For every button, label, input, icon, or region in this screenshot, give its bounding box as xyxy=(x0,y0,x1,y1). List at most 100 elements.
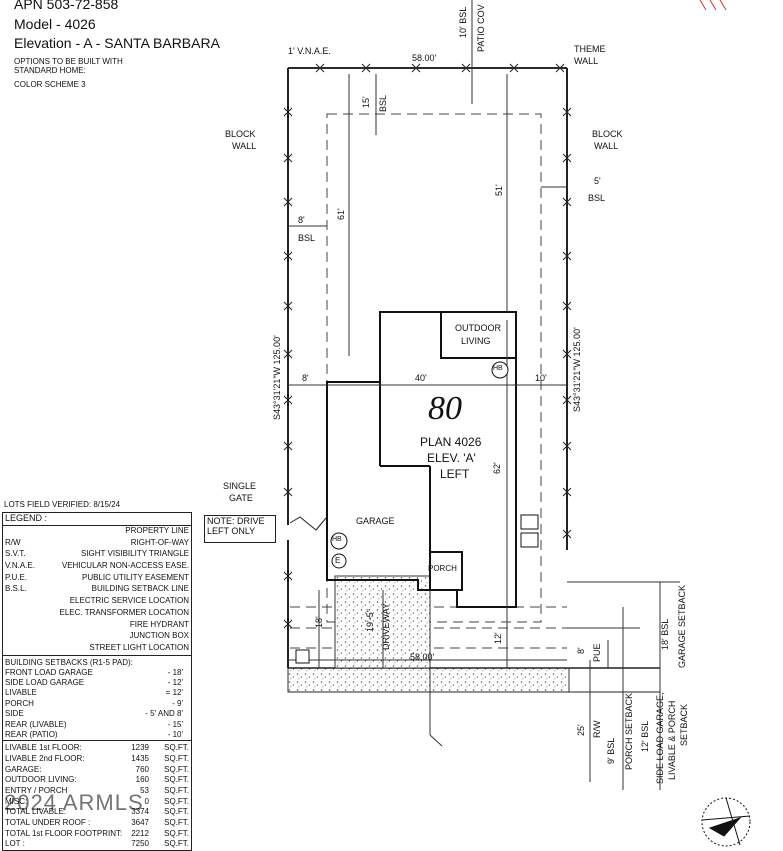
stat-unit: SQ.FT. xyxy=(164,753,189,763)
color-scheme: COLOR SCHEME 3 xyxy=(14,80,86,89)
setback-row: FRONT LOAD GARAGE - 18' xyxy=(3,668,191,678)
dim-18: 18' xyxy=(314,616,324,628)
block-wall-left-label: WALL xyxy=(232,141,257,151)
hose-bib-icon xyxy=(491,361,509,379)
dim-25: 25' xyxy=(576,724,586,736)
setback-value: - 10' xyxy=(167,729,183,739)
stat-unit: SQ.FT. xyxy=(164,786,189,796)
legend-symbol: R/W xyxy=(5,537,21,547)
setback-key: LIVABLE xyxy=(5,688,37,698)
elevation-label: Elevation - A - SANTA BARBARA xyxy=(14,35,220,51)
setback-row: REAR (PATIO) - 10' xyxy=(3,730,191,740)
legend-row: ELEC. TRANSFORMER LOCATION xyxy=(3,608,191,620)
side-load-label: LIVABLE & PORCH xyxy=(667,700,677,780)
house-footprint xyxy=(326,311,517,608)
stat-row: LIVABLE 2nd FLOOR: 1435 SQ.FT. xyxy=(3,754,191,765)
hb-label: HB xyxy=(332,536,342,543)
north-arrow-icon xyxy=(701,797,751,847)
lot-number: 80 xyxy=(428,390,462,427)
bsl-left: BSL xyxy=(298,233,316,243)
stat-value: 160 xyxy=(135,775,149,785)
apn-label: APN 503-72-858 xyxy=(14,0,119,12)
dim-62: 62' xyxy=(492,462,502,474)
outdoor-living-label: OUTDOOR xyxy=(455,323,501,333)
legend-desc: PROPERTY LINE xyxy=(125,526,189,535)
bsl-18: 18' BSL xyxy=(660,618,670,650)
dimension-lines xyxy=(288,0,680,790)
model-label: Model - 4026 xyxy=(14,16,96,32)
stat-unit: SQ.FT. xyxy=(164,807,189,817)
legend-title: LEGEND : xyxy=(3,513,191,526)
dim-19-5: 19'-5" xyxy=(365,609,375,632)
legend-desc: FIRE HYDRANT xyxy=(129,619,189,629)
legend-row: STREET LIGHT LOCATION xyxy=(3,643,191,655)
dim-10: 10' xyxy=(535,373,547,383)
junction-box-icon xyxy=(295,649,310,664)
garage-setback-label: GARAGE SETBACK xyxy=(677,584,687,668)
legend-row: FIRE HYDRANT xyxy=(3,620,191,632)
stat-unit: SQ.FT. xyxy=(164,764,189,774)
note-box: NOTE: DRIVE LEFT ONLY xyxy=(204,515,276,543)
dim-bottom: 58.00' xyxy=(410,652,435,662)
stat-unit: SQ.FT. xyxy=(164,743,189,753)
legend-desc: PUBLIC UTILITY EASEMENT xyxy=(82,572,189,582)
outdoor-living-label: LIVING xyxy=(461,336,491,346)
legend-desc: JUNCTION BOX xyxy=(129,631,189,641)
setback-key: REAR (PATIO) xyxy=(5,729,58,739)
setback-key: REAR (LIVABLE) xyxy=(5,719,67,729)
legend-symbol: S.V.T. xyxy=(5,549,26,559)
bsl-right: BSL xyxy=(588,193,606,203)
plan-name: PLAN 4026 xyxy=(420,435,482,449)
side-load-label: SIDE LOAD GARAGE, xyxy=(655,692,665,784)
legend-row: V.N.A.E.VEHICULAR NON-ACCESS EASE. xyxy=(3,561,191,573)
patio-cover-label: PATIO COV xyxy=(476,4,486,52)
hose-bib-icon xyxy=(330,532,348,550)
stat-unit: SQ.FT. xyxy=(164,828,189,838)
stat-value: 2212 xyxy=(131,828,149,838)
legend-desc: RIGHT-OF-WAY xyxy=(130,537,189,547)
stat-row: TOTAL 1st FLOOR FOOTPRINT: 2212 SQ.FT. xyxy=(3,829,191,840)
dim-61: 61' xyxy=(336,208,346,220)
stat-key: LIVABLE 2nd FLOOR: xyxy=(5,753,85,763)
options-line-2: STANDARD HOME: xyxy=(14,66,86,75)
stat-value: 1435 xyxy=(131,753,149,763)
setback-key: FRONT LOAD GARAGE xyxy=(5,667,93,677)
options-line-1: OPTIONS TO BE BUILT WITH xyxy=(14,57,123,66)
porch-setback-label: PORCH SETBACK xyxy=(624,692,634,770)
stat-value: 760 xyxy=(135,764,149,774)
note-line-1: NOTE: DRIVE xyxy=(207,516,265,526)
pue-label: PUE xyxy=(592,643,602,662)
single-gate-label: SINGLE xyxy=(223,481,257,491)
setback-row: LIVABLE= 12' xyxy=(3,688,191,698)
dim-5: 5' xyxy=(594,176,601,186)
legend-row: R/W RIGHT-OF-WAY xyxy=(3,538,191,550)
setback-value: - 18' xyxy=(167,667,183,677)
rw-label: R/W xyxy=(592,720,602,739)
legend-row: PROPERTY LINE xyxy=(3,526,191,538)
setback-value: - 15' xyxy=(167,719,183,729)
setback-key: SIDE xyxy=(5,709,24,719)
stat-value: 3374 xyxy=(131,807,149,817)
plan-elevation: ELEV. 'A' xyxy=(427,451,476,465)
legend-desc: ELECTRIC SERVICE LOCATION xyxy=(69,596,189,606)
stat-value: 1239 xyxy=(131,743,149,753)
setback-row: SIDE LOAD GARAGE- 12' xyxy=(3,678,191,688)
stat-value: 0 xyxy=(144,796,149,806)
legend-symbol: P.U.E. xyxy=(5,572,28,582)
setback-row: REAR (LIVABLE) - 15' xyxy=(3,720,191,730)
stat-key: TOTAL 1st FLOOR FOOTPRINT: xyxy=(5,828,123,838)
sidewalk xyxy=(287,667,570,693)
legend-symbol: V.N.A.E. xyxy=(5,561,35,571)
setback-row: PORCH- 9' xyxy=(3,699,191,709)
theme-wall-label: THEME xyxy=(574,44,606,54)
block-wall-right-label: WALL xyxy=(594,141,619,151)
building-setback-line xyxy=(326,113,542,623)
legend-row: JUNCTION BOX xyxy=(3,631,191,643)
setbacks-list: FRONT LOAD GARAGE - 18'SIDE LOAD GARAGE- … xyxy=(3,668,191,741)
bearing-left: S43°31'21"W 125.00' xyxy=(272,335,282,420)
